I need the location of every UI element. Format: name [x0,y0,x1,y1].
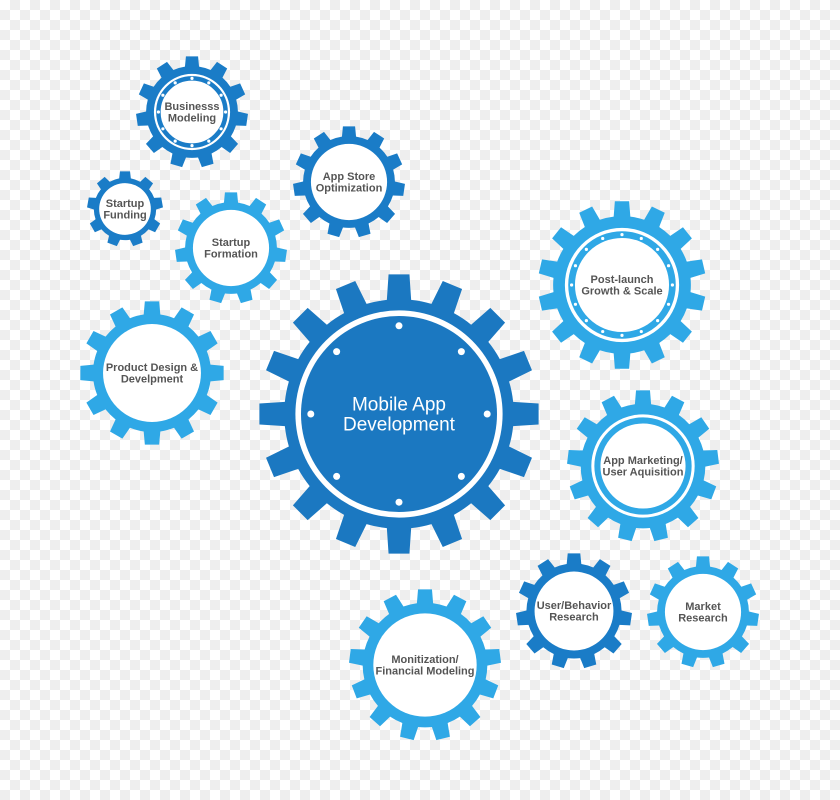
gear-app-store-optimization-label-line-2: Optimization [316,183,383,195]
main-gear-dot [307,410,315,418]
gear-post-launch-dot [670,283,675,287]
gear-post-launch-dot [639,236,643,241]
gear-app-marketing-face [591,414,695,518]
gear-business-modeling-dot [219,93,223,97]
gear-monitization-face [373,613,477,717]
gear-app-marketing-label-line-1: App Marketing/ [603,455,682,467]
gear-business-modeling-face [153,73,231,151]
gear-app-store-optimization-label-line-1: App Store [323,171,376,183]
gear-business-modeling-dot [219,127,223,131]
gear-startup-funding-label-line-2: Funding [103,210,146,222]
main-gear-dot [457,472,465,480]
gear-post-launch-dot [570,283,574,287]
gear-business-modeling-dot [224,110,228,114]
gear-app-store-optimization-face [310,143,388,221]
gear-business-modeling-label-line-1: Businesss [164,101,219,113]
main-gear-core [301,316,497,512]
main-gear-dot [457,348,465,356]
gear-monitization: Monitization/Financial Modeling [349,589,501,741]
gear-app-marketing-inner-ring [594,417,692,515]
gear-post-launch-dot [584,319,588,323]
gear-business-modeling-label-line-2: Modeling [168,113,216,125]
gear-mobile-app-development-label-line-2: Development [343,415,456,436]
gear-monitization-label-line-2: Financial Modeling [375,666,474,678]
gear-business-modeling-dot [190,76,194,80]
gear-product-design-face [103,324,201,422]
gear-startup-funding-label-line-1: Startup [106,198,145,210]
gear-product-design-label-line-2: Develpment [121,374,184,386]
gear-market-research-face [664,573,742,651]
gear-product-design: Product Design &Develpment [80,301,224,445]
main-gear-dot [483,410,491,418]
gear-business-modeling-dot [173,139,177,143]
gear-post-launch-dot [639,329,643,334]
gear-monitization-label-line-1: Monitization/ [391,654,458,666]
gear-user-behavior-label-line-2: Research [549,612,599,624]
gear-post-launch-label-line-2: Growth & Scale [581,286,662,298]
gear-startup-formation-label-line-1: Startup [212,237,251,249]
main-gear-dot [333,348,341,356]
gear-post-launch-dot [656,247,660,251]
gear-market-research-label-line-2: Research [678,613,728,625]
gear-business-modeling-dot [173,81,177,85]
gear-post-launch-dot [573,302,578,306]
gear-post-launch-dot [601,236,605,241]
gear-post-launch-dot [620,333,624,337]
gear-business-modeling-dot [207,139,211,143]
gear-startup-formation-face [192,209,270,287]
gear-user-behavior-label-line-1: User/Behavior [537,600,612,612]
main-gear-dot [333,472,341,480]
gear-app-marketing-label-line-2: User Aquisition [603,467,684,479]
gear-market-research-label-line-1: Market [685,601,721,613]
gear-post-launch-dot [584,247,588,251]
gear-startup-funding-face [99,183,151,235]
gear-post-launch-dot [666,302,671,306]
gear-business-modeling-dot [156,110,160,114]
gear-post-launch-dot [656,319,660,323]
gear-business-modeling-dot [190,144,194,148]
gear-app-marketing: App Marketing/User Aquisition [567,390,719,542]
gear-post-launch-dot [601,329,605,334]
gear-business-modeling-dot [161,93,165,97]
gear-mobile-app-development-label-line-1: Mobile App [352,395,446,416]
gear-post-launch-dot [666,264,671,268]
gear-product-design-label-line-1: Product Design & [106,362,198,374]
gear-post-launch-face [564,227,680,343]
gear-business-modeling-dot [161,127,165,131]
gear-user-behavior-face [534,571,614,651]
gear-post-launch-dot [573,264,578,268]
gear-post-launch-dot [620,233,624,237]
gear-business-modeling-dot [207,81,211,85]
gear-startup-formation-label-line-2: Formation [204,249,258,261]
main-gear-dot [395,322,403,330]
main-gear-dot [395,498,403,506]
gear-post-launch-label-line-1: Post-launch [591,274,654,286]
